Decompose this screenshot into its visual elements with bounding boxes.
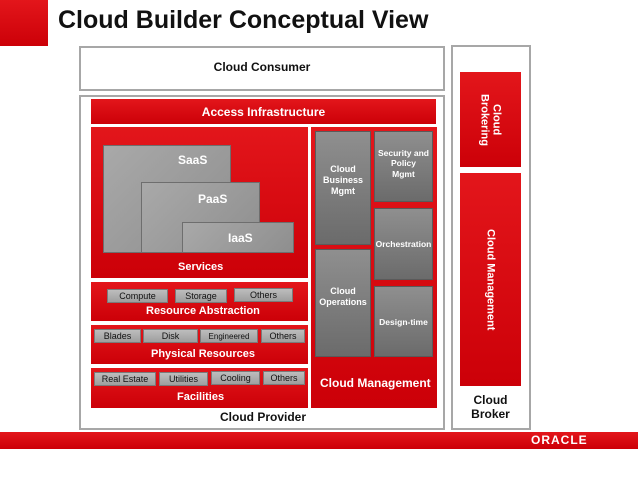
others-chip-physical: Others bbox=[261, 329, 305, 343]
resource-abstraction-label: Resource Abstraction bbox=[146, 305, 260, 317]
design-time-label: Design-time bbox=[379, 316, 428, 327]
orchestration-label: Orchestration bbox=[375, 239, 432, 249]
cloud-operations-label: Cloud Operations bbox=[319, 286, 367, 307]
engineered-chip: Engineered bbox=[200, 329, 258, 343]
footer-band bbox=[0, 432, 638, 449]
security-policy-label: Security and Policy Mgmt bbox=[377, 147, 430, 179]
cloud-consumer-label: Cloud Consumer bbox=[213, 59, 311, 74]
disk-chip: Disk bbox=[143, 329, 198, 343]
security-policy-block: Security and Policy Mgmt bbox=[374, 131, 433, 202]
cloud-broker-label: Cloud Broker bbox=[471, 393, 510, 421]
cloud-brokering-label: Cloud Brokering bbox=[478, 93, 503, 146]
broker-cloud-management-block: Cloud Management bbox=[460, 173, 521, 386]
blades-chip: Blades bbox=[94, 329, 141, 343]
cloud-business-mgmt-label: Cloud Business Mgmt bbox=[322, 163, 364, 196]
title-accent bbox=[0, 0, 48, 46]
storage-chip: Storage bbox=[175, 289, 227, 303]
cloud-provider-label: Cloud Provider bbox=[220, 410, 307, 424]
others-chip-facilities: Others bbox=[263, 371, 305, 385]
facilities-label: Facilities bbox=[177, 391, 225, 403]
orchestration-block: Orchestration bbox=[374, 208, 433, 280]
cloud-business-mgmt-block: Cloud Business Mgmt bbox=[315, 131, 371, 245]
cloud-consumer-box: Cloud Consumer bbox=[79, 46, 445, 91]
access-infrastructure-bar: Access Infrastructure bbox=[91, 99, 436, 124]
real-estate-chip: Real Estate bbox=[94, 372, 156, 386]
compute-chip: Compute bbox=[107, 289, 168, 303]
physical-resources-label: Physical Resources bbox=[151, 348, 255, 360]
iaas-label: IaaS bbox=[228, 231, 253, 245]
page-title: Cloud Builder Conceptual View bbox=[58, 6, 429, 34]
access-infrastructure-label: Access Infrastructure bbox=[201, 104, 326, 119]
design-time-block: Design-time bbox=[374, 286, 433, 357]
services-label: Services bbox=[178, 261, 224, 273]
broker-cloud-management-label: Cloud Management bbox=[484, 228, 497, 331]
oracle-logo: ORACLE bbox=[531, 433, 588, 447]
cooling-chip: Cooling bbox=[211, 371, 260, 385]
utilities-chip: Utilities bbox=[159, 372, 208, 386]
cloud-operations-block: Cloud Operations bbox=[315, 249, 371, 357]
saas-label: SaaS bbox=[178, 153, 208, 167]
cloud-management-label: Cloud Management bbox=[320, 376, 431, 390]
paas-label: PaaS bbox=[198, 192, 228, 206]
cloud-brokering-block: Cloud Brokering bbox=[460, 72, 521, 167]
iaas-block bbox=[182, 222, 294, 253]
others-chip-abstraction: Others bbox=[234, 288, 293, 302]
